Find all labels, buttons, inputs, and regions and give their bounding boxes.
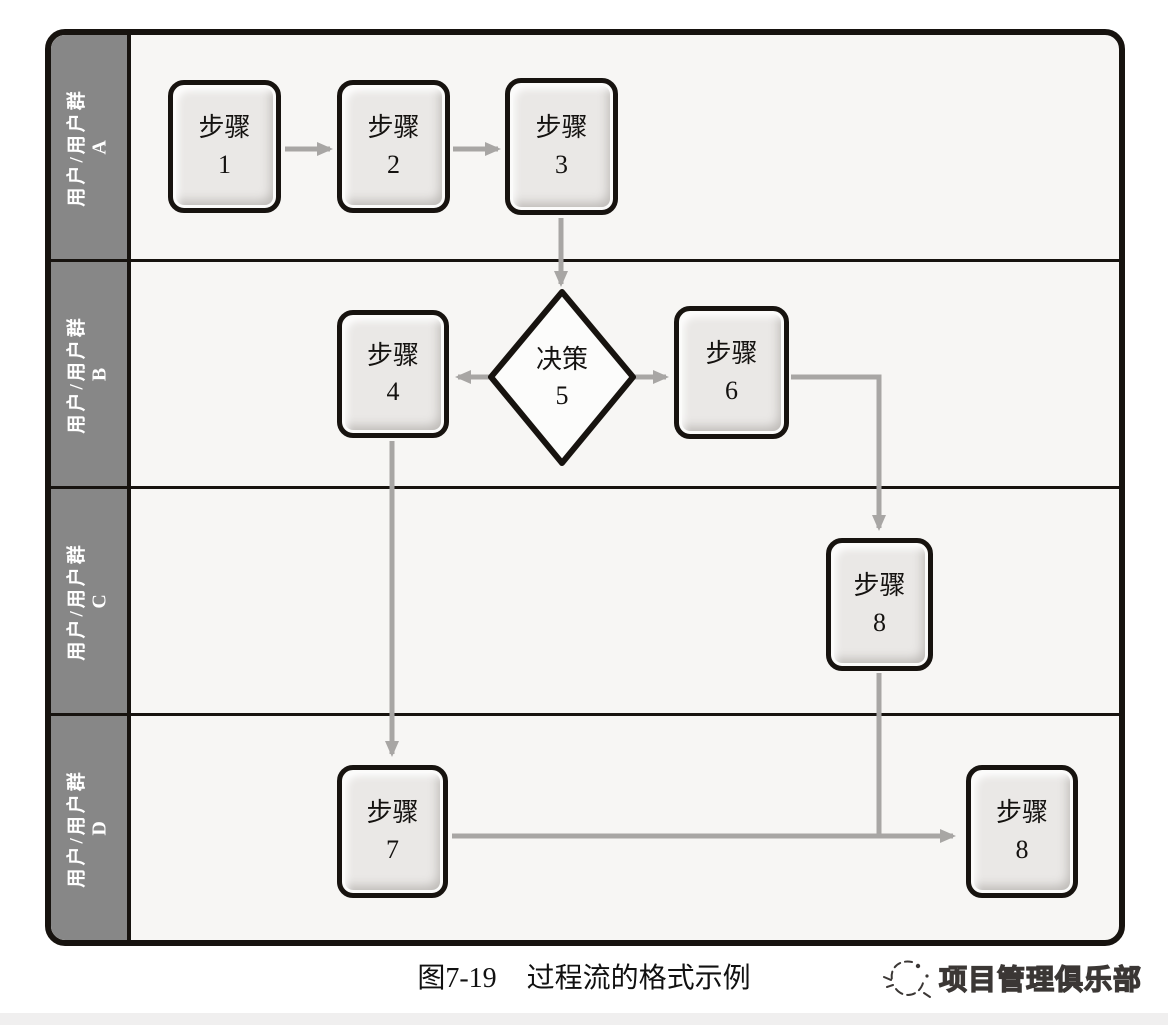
node-step7-num: 7 — [386, 834, 399, 864]
lane-c-label-main: 用户/用户群 — [66, 541, 88, 661]
node-step2-num: 2 — [387, 149, 400, 179]
node-step4-num: 4 — [386, 377, 400, 406]
node-step7-title: 步骤 — [366, 798, 419, 828]
lane-d: 用户/用户群 D — [51, 713, 1119, 940]
node-step1-title: 步骤 — [198, 113, 251, 143]
node-step2: 步骤 2 — [337, 80, 450, 213]
brand-name: 项目管理俱乐部 — [938, 964, 1142, 996]
node-step2-title: 步骤 — [367, 113, 420, 143]
lane-d-label-main: 用户/用户群 — [66, 768, 88, 888]
lane-d-label-letter: D — [88, 820, 111, 836]
node-step4-title: 步骤 — [366, 340, 419, 370]
lane-a-label-text: 用户/用户群 A — [67, 88, 112, 206]
lane-b-label-letter: B — [88, 367, 111, 381]
node-step6-num: 6 — [725, 375, 738, 405]
node-step4: 步骤 4 — [337, 310, 449, 438]
lane-a: 用户/用户群 A — [51, 35, 1119, 259]
lane-b: 用户/用户群 B — [51, 259, 1119, 486]
node-decision5-title: 决策 — [535, 344, 588, 374]
node-decision5: 决策 5 — [506, 312, 618, 444]
node-step8c: 步骤 8 — [826, 538, 933, 671]
lane-c: 用户/用户群 C — [51, 486, 1119, 713]
node-step6: 步骤 6 — [674, 306, 789, 439]
node-step8d-title: 步骤 — [995, 798, 1048, 828]
node-step8d: 步骤 8 — [966, 765, 1078, 898]
node-step7: 步骤 7 — [337, 765, 448, 898]
lane-d-label-text: 用户/用户群 D — [67, 769, 112, 887]
bottom-separator-bar — [0, 1013, 1168, 1025]
lane-b-label-main: 用户/用户群 — [66, 314, 88, 434]
node-step8c-title: 步骤 — [853, 571, 906, 601]
node-step6-title: 步骤 — [705, 339, 758, 369]
node-decision5-num: 5 — [555, 381, 569, 410]
node-step3-title: 步骤 — [535, 113, 588, 143]
node-step8c-num: 8 — [873, 607, 886, 637]
brand-watermark: 项目管理俱乐部 — [881, 953, 1142, 1003]
figure-title: 过程流的格式示例 — [526, 963, 751, 994]
lane-a-label-main: 用户/用户群 — [66, 87, 88, 207]
node-step3: 步骤 3 — [505, 78, 618, 215]
node-step3-num: 3 — [555, 149, 568, 179]
lane-b-label: 用户/用户群 B — [51, 262, 131, 486]
lane-b-label-text: 用户/用户群 B — [67, 315, 112, 433]
lane-d-label: 用户/用户群 D — [51, 716, 131, 940]
lane-c-label-text: 用户/用户群 C — [67, 542, 112, 660]
lane-c-label: 用户/用户群 C — [51, 489, 131, 713]
lane-a-label-letter: A — [88, 139, 111, 155]
figure-number: 图7-19 — [417, 963, 497, 994]
node-step1: 步骤 1 — [168, 80, 281, 213]
lane-c-label-letter: C — [88, 593, 111, 609]
lane-a-label: 用户/用户群 A — [51, 35, 131, 259]
brand-logo-sketch — [882, 960, 931, 998]
figure-caption: 图7-19 过程流的格式示例 — [0, 956, 1168, 996]
node-step1-num: 1 — [218, 149, 231, 179]
node-step8d-num: 8 — [1015, 834, 1029, 864]
